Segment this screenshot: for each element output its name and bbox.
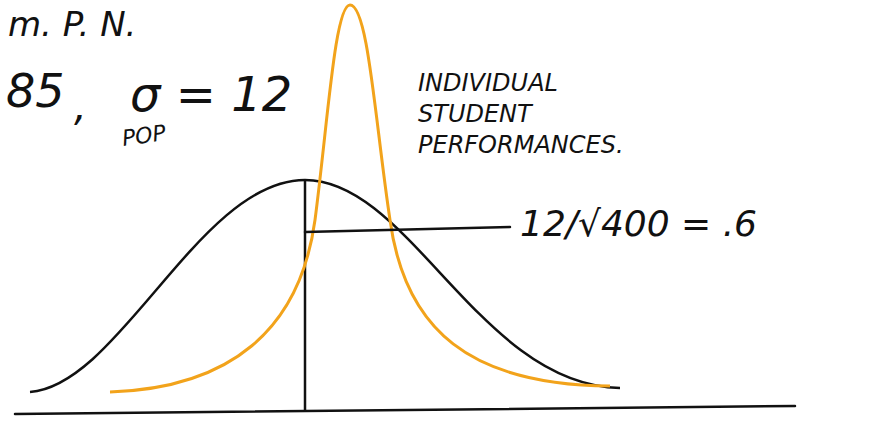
sigma-value: σ = 12: [130, 68, 292, 121]
standard-error: 12/√400 = .6: [520, 204, 757, 244]
mean-line: [304, 180, 307, 412]
population-tag: POP: [121, 121, 168, 151]
x-axis: [15, 406, 795, 414]
heading-note: m. P. N.: [8, 6, 136, 43]
curve-note: INDIVIDUAL STUDENT PERFORMANCES.: [418, 68, 668, 162]
separator: ,: [74, 84, 87, 128]
sampling-curve: [110, 5, 610, 392]
mean-value: 85: [6, 66, 65, 117]
leader-line: [305, 227, 510, 232]
